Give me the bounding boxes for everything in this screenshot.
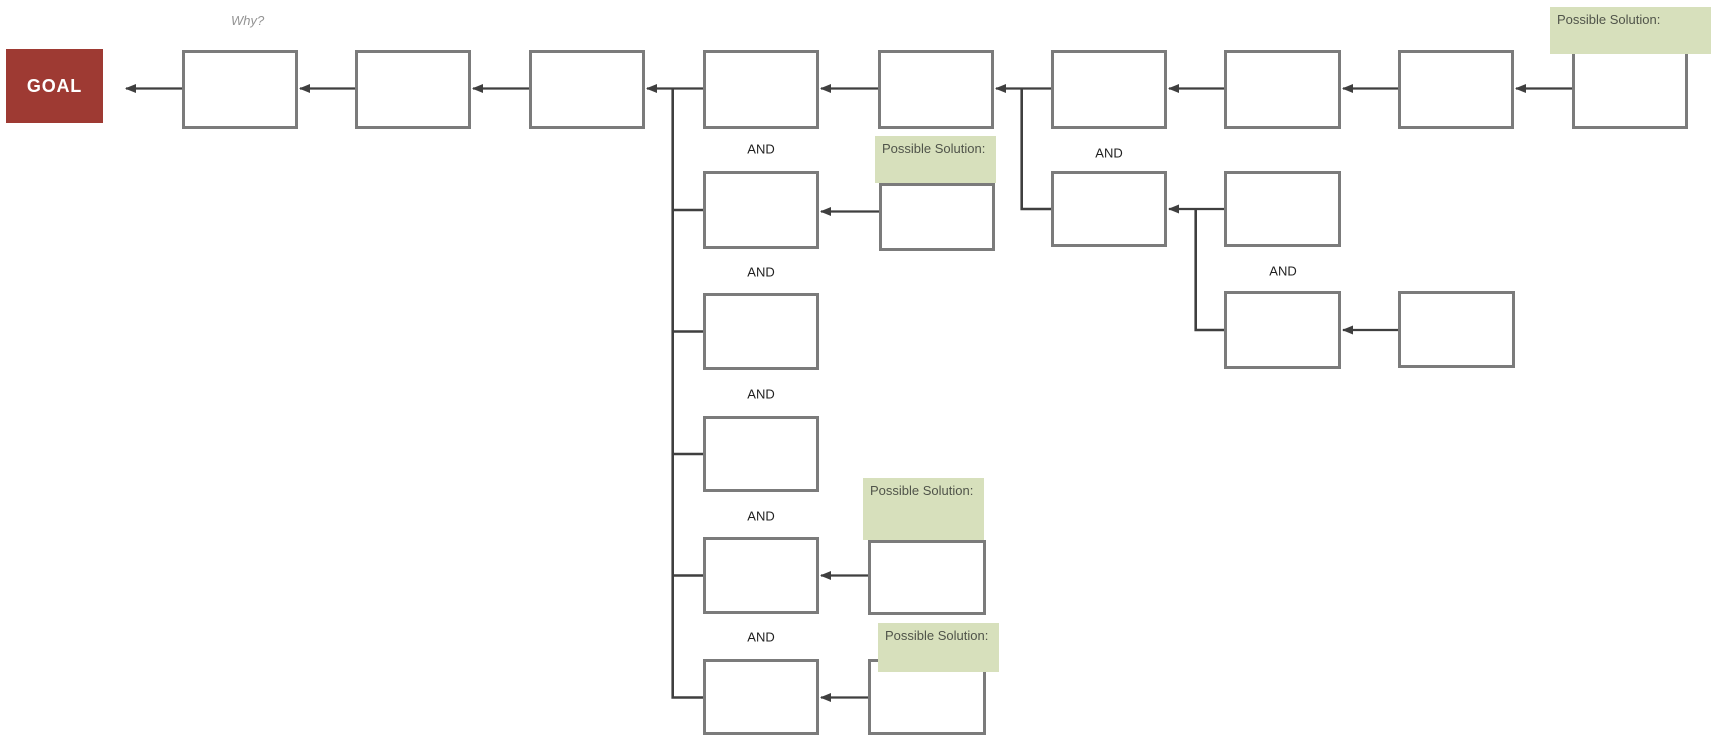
and-label-6: AND <box>1095 145 1123 161</box>
possible-solution-note-3[interactable]: Possible Solution: <box>878 623 999 672</box>
and-cause-box-1[interactable] <box>703 171 819 249</box>
why-chain-box-6[interactable] <box>1051 50 1167 129</box>
and-cause-box-2[interactable] <box>703 293 819 370</box>
possible-solution-label: Possible Solution: <box>1557 12 1661 27</box>
possible-solution-note-1[interactable]: Possible Solution: <box>875 136 996 183</box>
goal-box[interactable]: GOAL <box>6 49 103 123</box>
solution-box-2[interactable] <box>868 540 986 615</box>
and-label-2: AND <box>747 264 775 280</box>
why-label: Why? <box>231 13 265 28</box>
and-cause-box-3[interactable] <box>703 416 819 492</box>
and-cause-box-4[interactable] <box>703 537 819 614</box>
possible-solution-label: Possible Solution: <box>870 483 974 498</box>
why-chain-box-8[interactable] <box>1398 50 1514 129</box>
sub-cause-box-1[interactable] <box>1051 171 1167 247</box>
sub-cause-box-4[interactable] <box>1398 291 1515 368</box>
and-label-5: AND <box>747 629 775 645</box>
solution-box-1[interactable] <box>879 183 995 251</box>
sub-cause-box-2[interactable] <box>1224 171 1341 247</box>
goal-label: GOAL <box>26 75 83 96</box>
why-chain-box-7[interactable] <box>1224 50 1341 129</box>
and-label-7: AND <box>1269 263 1297 279</box>
sub-cause-box-3[interactable] <box>1224 291 1341 369</box>
and-label-3: AND <box>747 386 775 402</box>
and-label-1: AND <box>747 141 775 157</box>
possible-solution-label: Possible Solution: <box>882 141 986 156</box>
possible-solution-note-4[interactable]: Possible Solution: <box>1550 7 1711 54</box>
possible-solution-note-2[interactable]: Possible Solution: <box>863 478 984 540</box>
and-label-4: AND <box>747 508 775 524</box>
why-chain-box-3[interactable] <box>529 50 645 129</box>
and-cause-box-5[interactable] <box>703 659 819 735</box>
why-chain-box-9[interactable] <box>1572 50 1688 129</box>
why-chain-box-1[interactable] <box>182 50 298 129</box>
possible-solution-label: Possible Solution: <box>885 628 989 643</box>
why-chain-box-2[interactable] <box>355 50 471 129</box>
why-chain-box-4[interactable] <box>703 50 819 129</box>
why-chain-box-5[interactable] <box>878 50 994 129</box>
